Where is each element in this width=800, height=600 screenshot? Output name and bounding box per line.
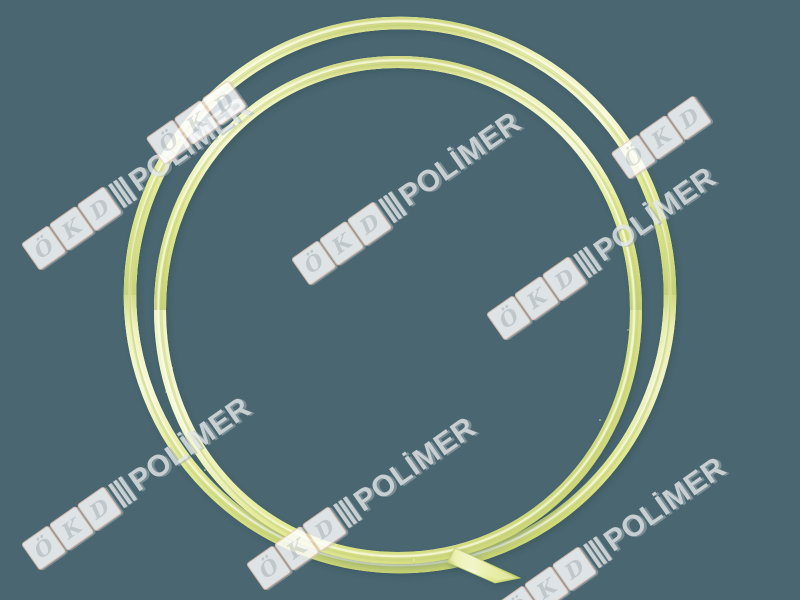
tapered-cut-end (446, 547, 522, 584)
surface-speckles (165, 190, 633, 561)
outer-loop (123, 16, 677, 574)
inner-loop (153, 55, 643, 565)
